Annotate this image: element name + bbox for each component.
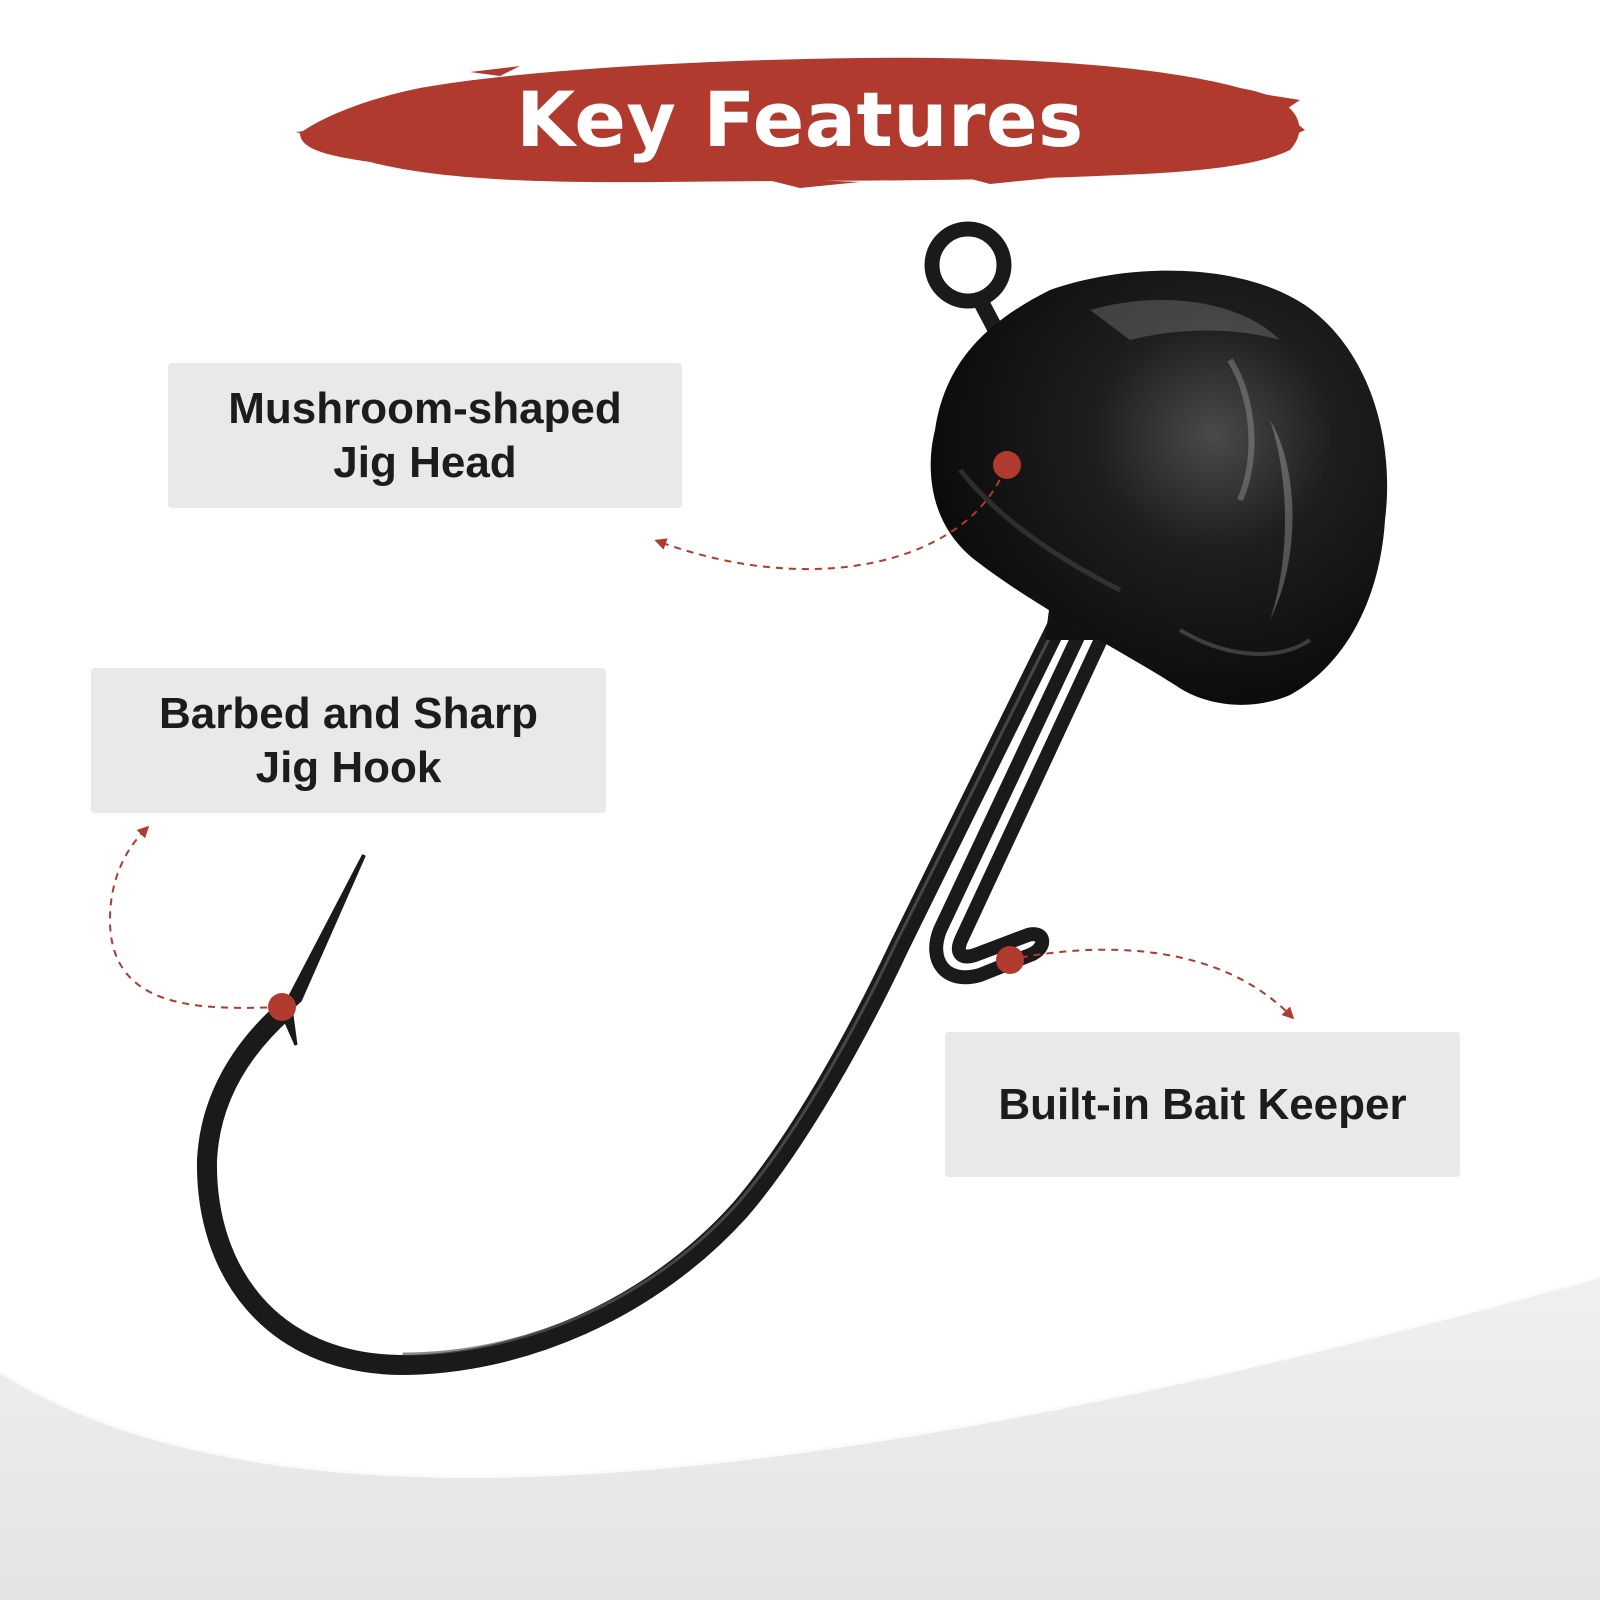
feature-label-line: Jig Hook (255, 742, 442, 792)
feature-label-line: Mushroom-shaped (228, 383, 622, 433)
feature-label-line: Built-in Bait Keeper (998, 1079, 1407, 1129)
mushroom-jig-head (930, 270, 1388, 705)
callout-arrow-hook (108, 825, 281, 1009)
feature-label-jig-head: Mushroom-shaped Jig Head (168, 363, 682, 508)
callout-arrow-keeper (1007, 948, 1295, 1020)
callout-dot-hook (268, 993, 296, 1021)
feature-label-jig-hook: Barbed and Sharp Jig Hook (91, 668, 606, 813)
callout-dot-keeper (996, 946, 1024, 974)
title-brush-stroke (296, 57, 1305, 188)
floor-swoosh (0, 1275, 1600, 1600)
callout-arrow-head (654, 467, 1006, 571)
callout-connectors (108, 467, 1295, 1020)
feature-label-line: Barbed and Sharp (159, 688, 538, 738)
floor-highlight (0, 1272, 1600, 1478)
feature-label-line: Jig Head (333, 437, 517, 487)
feature-label-bait-keeper: Built-in Bait Keeper (945, 1032, 1460, 1177)
callout-dot-head (993, 451, 1021, 479)
jig-hook (196, 221, 1117, 1376)
title-heading: Key Features (516, 75, 1084, 164)
